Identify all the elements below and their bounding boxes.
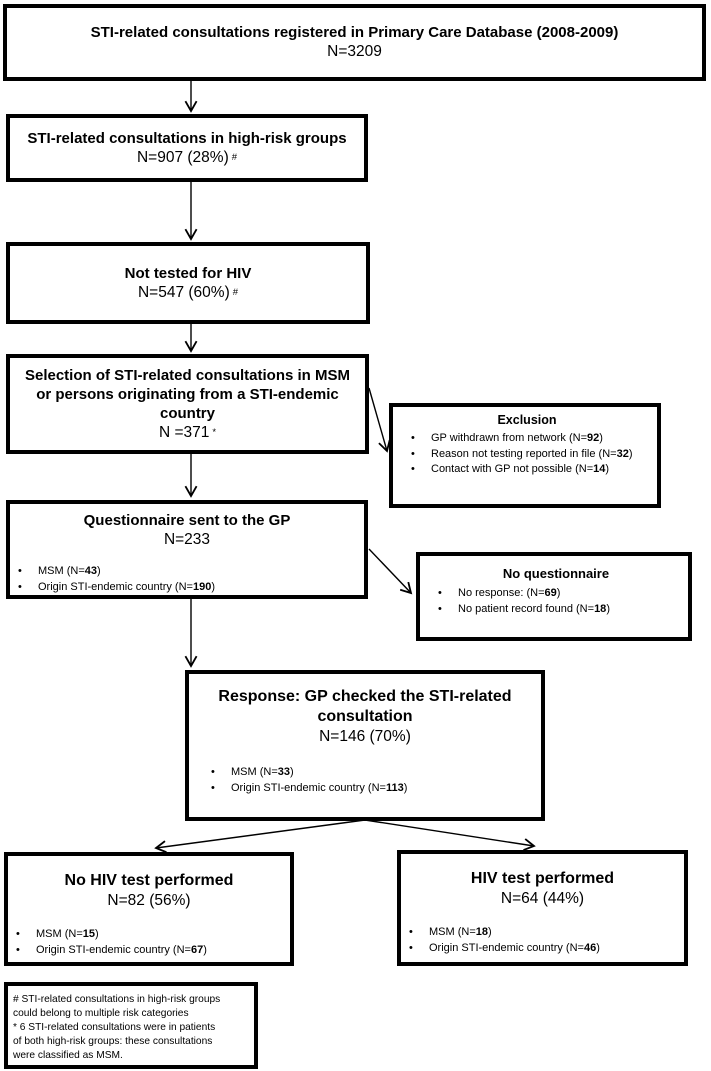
list-item: • MSM (N=33)	[203, 764, 527, 780]
box-n-value: N =371*	[158, 423, 217, 441]
box-title: Selection of STI-related consultations i…	[24, 366, 351, 422]
bullet-text: MSM (N=15)	[36, 928, 99, 940]
bullet-list: • MSM (N=15) • Origin STI-endemic countr…	[8, 926, 290, 958]
list-item: • No patient record found (N=18)	[430, 601, 682, 617]
bullet-icon: •	[411, 432, 415, 444]
footnote-line: # STI-related consultations in high-risk…	[13, 994, 221, 1005]
list-item: • Origin STI-endemic country (N=113)	[203, 780, 527, 796]
box-title: Exclusion	[497, 413, 557, 427]
arrow-response-to-nohivtest-icon	[156, 819, 366, 848]
bullet-icon: •	[411, 447, 415, 460]
box-response-gp-checked: Response: GP checked the STI-related con…	[185, 670, 545, 821]
box-questionnaire-sent: Questionnaire sent to the GP N=233 • MSM…	[6, 500, 368, 599]
list-item: • No response: (N=69)	[430, 585, 682, 601]
bullet-text: Origin STI-endemic country (N=113)	[231, 782, 408, 794]
footnote-line: were classified as MSM.	[13, 1050, 123, 1061]
box-title: STI-related consultations in high-risk g…	[27, 129, 347, 147]
box-selection-msm-endemic: Selection of STI-related consultations i…	[6, 354, 369, 454]
bullet-icon: •	[16, 928, 20, 940]
bullet-list: • GP withdrawn from network (N=92) • Rea…	[403, 431, 651, 478]
box-no-hiv-test-performed: No HIV test performed N=82 (56%) • MSM (…	[4, 852, 294, 966]
arrow-response-to-hivtest-icon	[364, 819, 534, 846]
box-title: No HIV test performed	[64, 872, 234, 889]
box-title: Not tested for HIV	[124, 264, 252, 282]
footnote-symbol: *	[212, 426, 217, 438]
bullet-icon: •	[411, 463, 415, 475]
bullet-list: • MSM (N=33) • Origin STI-endemic countr…	[203, 764, 527, 796]
bullet-text: No response: (N=69)	[458, 587, 561, 599]
list-item: • Contact with GP not possible (N=14)	[403, 462, 651, 478]
list-item: • GP withdrawn from network (N=92)	[403, 431, 651, 447]
bullet-icon: •	[18, 581, 22, 593]
list-item: • MSM (N=15)	[8, 926, 290, 942]
box-hiv-test-performed: HIV test performed N=64 (44%) • MSM (N=1…	[397, 850, 688, 966]
bullet-text: Origin STI-endemic country (N=190)	[38, 581, 215, 593]
list-item: • Origin STI-endemic country (N=46)	[401, 940, 684, 956]
box-exclusion: Exclusion • GP withdrawn from network (N…	[389, 403, 661, 508]
list-item: • Origin STI-endemic country (N=190)	[10, 579, 364, 595]
bullet-icon: •	[438, 587, 442, 599]
bullet-text: No patient record found (N=18)	[458, 603, 610, 615]
footnote-line: could belong to multiple risk categories	[13, 1008, 189, 1019]
box-n-value: N=64 (44%)	[500, 890, 585, 907]
footnote-symbol: #	[231, 151, 238, 163]
bullet-text: GP withdrawn from network (N=92)	[431, 432, 603, 444]
box-highrisk-groups: STI-related consultations in high-risk g…	[6, 114, 368, 182]
bullet-icon: •	[16, 944, 20, 956]
box-no-questionnaire: No questionnaire • No response: (N=69) •…	[416, 552, 692, 641]
bullet-icon: •	[438, 603, 442, 615]
footnote-line: of both high-risk groups: these consulta…	[13, 1036, 213, 1047]
bullet-icon: •	[18, 565, 22, 577]
box-n-value: N=233	[163, 531, 211, 548]
box-n-value: N=146 (70%)	[319, 728, 411, 745]
bullet-text: MSM (N=33)	[231, 766, 294, 778]
bullet-icon: •	[409, 942, 413, 954]
box-title: STI-related consultations registered in …	[90, 24, 619, 41]
bullet-icon: •	[409, 926, 413, 938]
box-registered-consultations: STI-related consultations registered in …	[3, 4, 706, 81]
bullet-text: MSM (N=18)	[429, 926, 492, 938]
arrow-questionnaire-to-noquestionnaire-icon	[368, 548, 411, 593]
bullet-icon: •	[211, 782, 215, 794]
box-not-tested-hiv: Not tested for HIV N=547 (60%)#	[6, 242, 370, 324]
list-item: • MSM (N=43)	[10, 563, 364, 579]
box-n-value: N=907 (28%)#	[136, 148, 238, 166]
box-title: HIV test performed	[470, 870, 615, 887]
bullet-text: Reason not testing reported in file (N=3…	[431, 447, 633, 460]
footnote-line: * 6 STI-related consultations were in pa…	[13, 1022, 216, 1033]
footnote-symbol: #	[232, 286, 239, 298]
box-n-value: N=3209	[327, 43, 382, 60]
bullet-text: Contact with GP not possible (N=14)	[431, 463, 610, 475]
bullet-list: • MSM (N=18) • Origin STI-endemic countr…	[401, 924, 684, 956]
bullet-text: Origin STI-endemic country (N=46)	[429, 942, 600, 954]
bullet-text: Origin STI-endemic country (N=67)	[36, 944, 207, 956]
box-n-value: N=82 (56%)	[107, 892, 191, 909]
box-n-value: N=547 (60%)#	[137, 283, 239, 301]
box-title: Questionnaire sent to the GP	[83, 512, 291, 529]
arrow-selection-to-exclusion-icon	[368, 387, 387, 451]
bullet-list: • MSM (N=43) • Origin STI-endemic countr…	[10, 563, 364, 595]
box-title: No questionnaire	[502, 566, 610, 581]
box-footnotes: # STI-related consultations in high-risk…	[4, 982, 258, 1069]
bullet-icon: •	[211, 766, 215, 778]
list-item: • Reason not testing reported in file (N…	[403, 447, 651, 463]
box-title: Response: GP checked the STI-related con…	[218, 688, 512, 725]
bullet-list: • No response: (N=69) • No patient recor…	[430, 585, 682, 617]
list-item: • Origin STI-endemic country (N=67)	[8, 942, 290, 958]
bullet-text: MSM (N=43)	[38, 565, 101, 577]
list-item: • MSM (N=18)	[401, 924, 684, 940]
